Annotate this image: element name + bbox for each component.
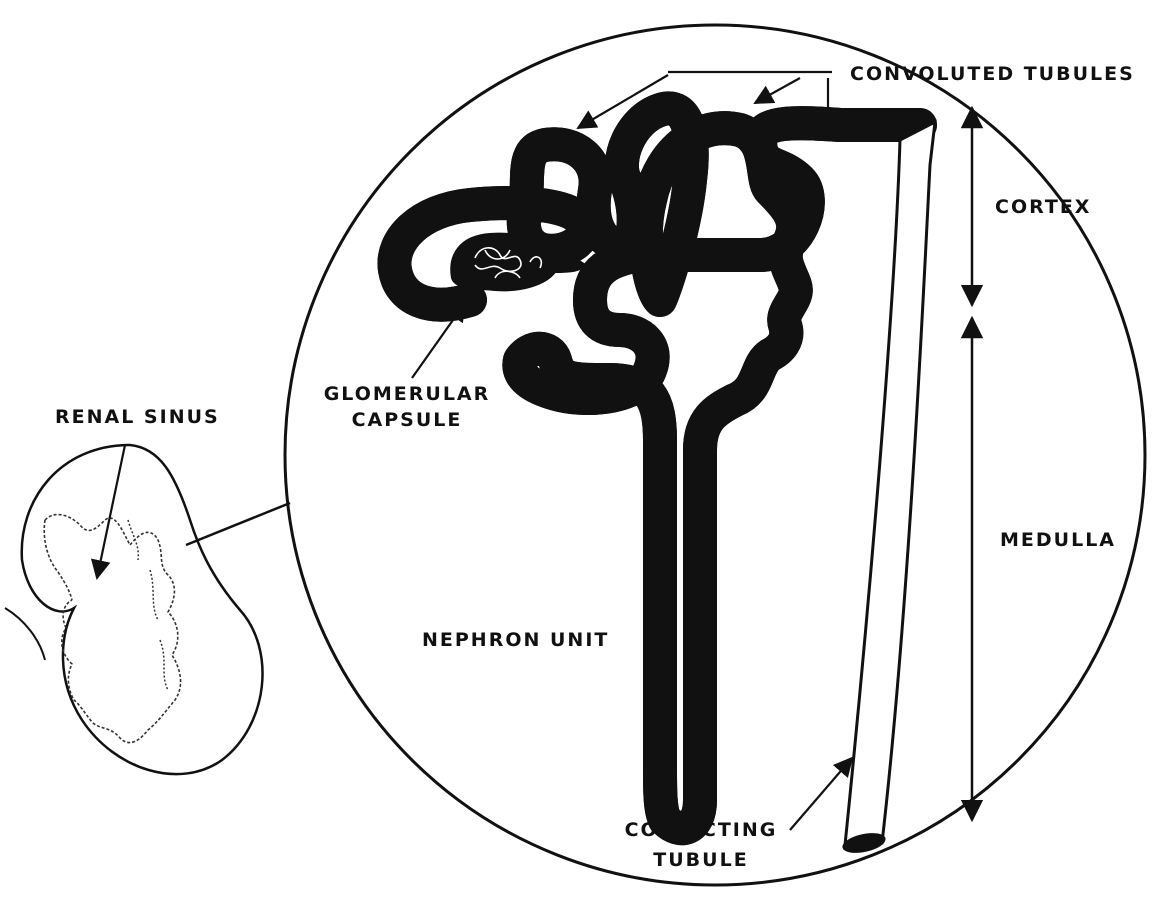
renal-sinus-arrow xyxy=(97,445,125,578)
nephron-tubule-system xyxy=(394,108,920,828)
label-renal-sinus: RENAL SINUS xyxy=(55,405,220,429)
label-convoluted-tubules: CONVOLUTED TUBULES xyxy=(850,62,1135,86)
label-medulla: MEDULLA xyxy=(1000,528,1116,552)
renal-sinus-border xyxy=(44,515,180,743)
label-nephron-unit: NEPHRON UNIT xyxy=(422,628,609,652)
label-glomerular-capsule-line1: GLOMERULAR xyxy=(322,382,492,406)
collecting-tubule-arrow xyxy=(790,758,852,830)
label-glomerular-capsule-line2: CAPSULE xyxy=(322,408,492,432)
calyx-mark-2 xyxy=(150,570,158,620)
label-glomerular-capsule: GLOMERULAR CAPSULE xyxy=(322,382,492,432)
collecting-tubule xyxy=(845,122,935,845)
magnification-connector-line xyxy=(186,503,290,545)
label-collecting-tubule-line2: TUBULE xyxy=(616,848,786,872)
label-collecting-tubule: COLLECTING TUBULE xyxy=(616,818,786,872)
renal-hilum-line xyxy=(5,608,45,660)
convoluted-tubules-arrow-2 xyxy=(755,78,800,103)
calyx-mark-1 xyxy=(128,520,138,560)
calyx-mark-3 xyxy=(160,640,168,690)
label-cortex: CORTEX xyxy=(995,195,1091,219)
label-collecting-tubule-line1: COLLECTING xyxy=(616,818,786,842)
kidney-outline xyxy=(22,445,263,774)
